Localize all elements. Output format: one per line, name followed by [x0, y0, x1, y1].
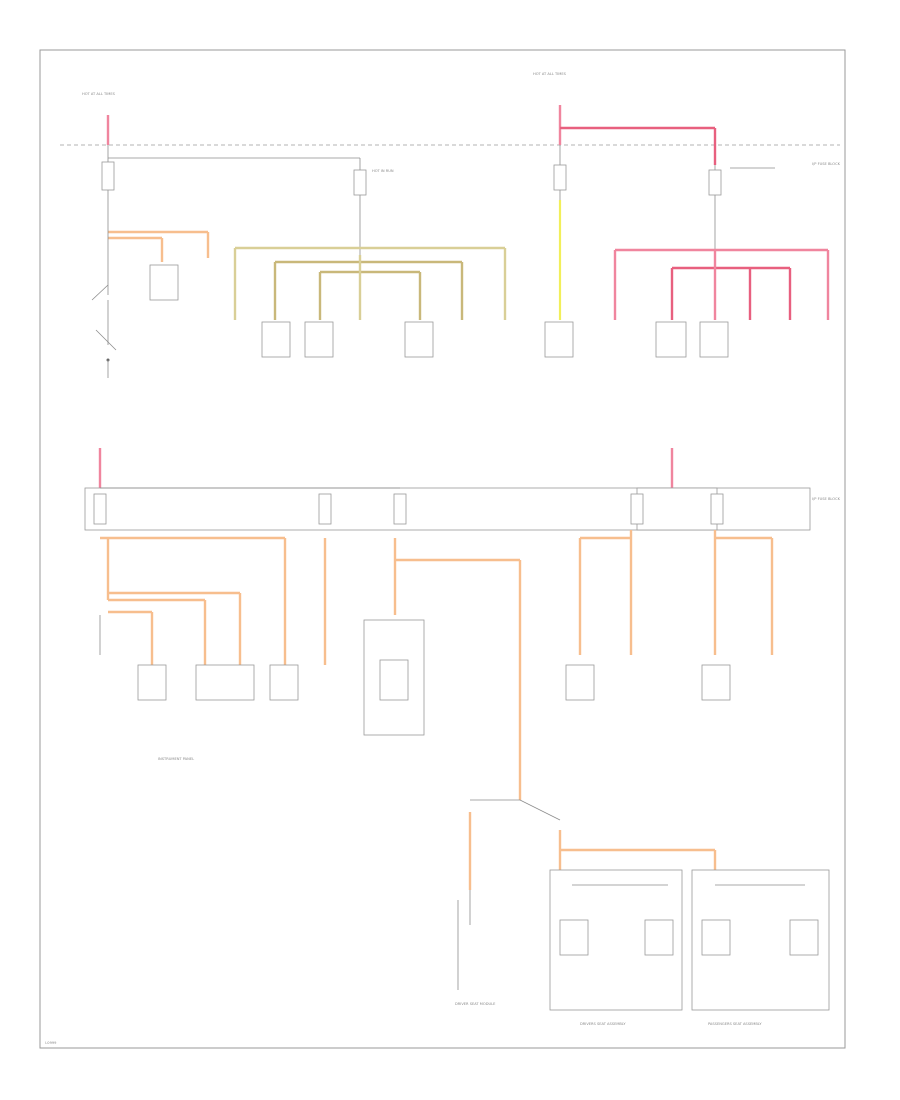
lower-right-circuit — [565, 530, 774, 701]
tan-splice-circuit — [233, 246, 507, 358]
diagram-frame — [39, 49, 846, 1049]
fuse-left-label: HOT AT ALL TIMES — [82, 92, 116, 96]
instrument-panel-label: INSTRUMENT PANEL — [158, 757, 194, 761]
passengers-seat-assembly — [691, 869, 830, 1011]
top-left-circuit — [91, 115, 367, 378]
fuse-mid-label: HOT IN RUN — [372, 169, 394, 173]
page-code: l-0999 — [45, 1041, 57, 1045]
middle-fuse-block — [84, 448, 811, 531]
lower-left-circuit — [99, 536, 327, 701]
drivers-seat-assembly — [549, 869, 683, 1011]
block-lower-right-label: I/P FUSE BLOCK — [812, 497, 841, 501]
passengers-seat-label: PASSENGERS SEAT ASSEMBLY — [708, 1022, 762, 1026]
fuse-right-label: HOT AT ALL TIMES — [533, 72, 567, 76]
center-orange-trunk — [363, 538, 717, 890]
drivers-seat-label: DRIVERS SEAT ASSEMBLY — [580, 1022, 626, 1026]
top-right-circuit — [544, 105, 775, 358]
drivers-seat-module-label: DRIVER SEAT MODULE — [455, 1002, 496, 1006]
pink-splice-circuit — [613, 248, 830, 358]
drivers-seat-switch — [457, 890, 471, 990]
block-right-label: I/P FUSE BLOCK — [812, 162, 841, 166]
